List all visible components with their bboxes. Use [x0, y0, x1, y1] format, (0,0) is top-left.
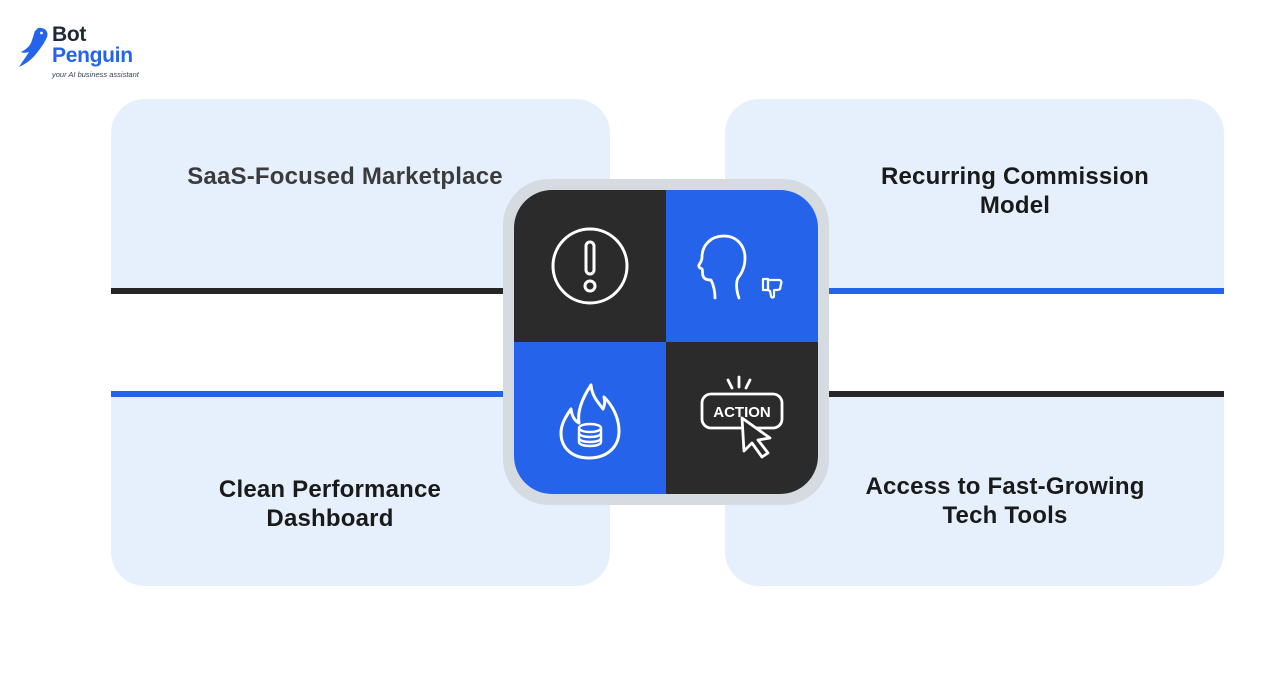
connector-line-bottom-left	[111, 391, 531, 397]
exclamation-icon	[551, 227, 629, 305]
hub-quadrant-bottom-left	[514, 342, 666, 494]
brand-tagline: your AI business assistant	[52, 70, 139, 79]
connector-line-top-right	[800, 288, 1224, 294]
feature-label-saas-marketplace: SaaS-Focused Marketplace	[187, 163, 503, 190]
center-icon-hub: ACTION	[514, 190, 818, 494]
brand-name-line1: Bot	[52, 23, 87, 46]
connector-line-top-left	[111, 288, 531, 294]
action-click-icon: ACTION	[700, 375, 784, 459]
fire-database-icon	[559, 383, 621, 460]
hub-quadrant-bottom-right: ACTION	[666, 342, 818, 494]
feature-label-performance-dashboard: Clean Performance Dashboard	[218, 476, 442, 532]
feature-label-tech-tools: Access to Fast-Growing Tech Tools	[865, 473, 1145, 529]
hub-quadrant-top-right	[666, 190, 818, 342]
feature-label-recurring-commission: Recurring Commission Model	[880, 163, 1150, 219]
connector-line-bottom-right	[800, 391, 1224, 397]
brand-name-line2: Penguin	[52, 44, 133, 67]
botpenguin-logo: Bot Penguin your AI business assistant	[18, 24, 148, 84]
penguin-logo-icon	[19, 27, 48, 67]
action-text: ACTION	[713, 404, 771, 421]
head-thumbs-down-icon	[697, 234, 783, 300]
hub-quadrant-top-left	[514, 190, 666, 342]
